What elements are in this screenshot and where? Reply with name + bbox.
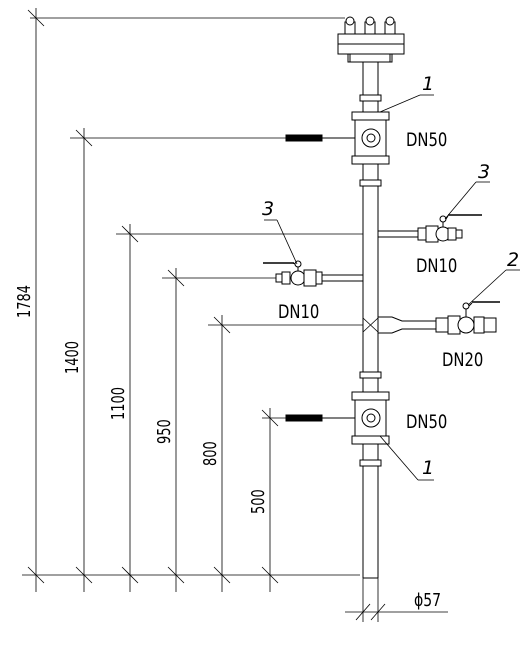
label-dn20: DN20 bbox=[442, 349, 483, 371]
dimension-1784: 1784 bbox=[13, 285, 35, 318]
dimension-1100: 1100 bbox=[107, 387, 129, 420]
upper-dn50-valve bbox=[285, 111, 390, 165]
callout-3-left: 3 bbox=[262, 198, 274, 220]
label-dn10-right: DN10 bbox=[416, 255, 457, 277]
right-dn10-branch bbox=[378, 214, 482, 243]
dimension-values: 1784 1400 1100 950 800 500 ϕ57 bbox=[13, 285, 441, 610]
dn20-branch bbox=[362, 301, 500, 335]
callout-numbers: 1 1 2 3 3 bbox=[262, 73, 519, 479]
dimension-500: 500 bbox=[247, 489, 269, 514]
label-dn10-left: DN10 bbox=[278, 301, 319, 323]
nozzle-labels: DN50 DN50 DN10 DN10 DN20 bbox=[278, 129, 483, 433]
dimension-950: 950 bbox=[153, 419, 175, 444]
lower-dn50-valve bbox=[285, 391, 390, 445]
callout-2: 2 bbox=[507, 249, 519, 271]
dimension-800: 800 bbox=[199, 441, 221, 466]
pipe-diameter-label: ϕ57 bbox=[414, 589, 441, 610]
dimension-1400: 1400 bbox=[61, 341, 83, 374]
label-dn50-lower: DN50 bbox=[406, 411, 447, 433]
callout-1-upper: 1 bbox=[422, 73, 434, 95]
callout-3-right: 3 bbox=[478, 161, 490, 183]
top-flange bbox=[337, 16, 405, 63]
callout-1-lower: 1 bbox=[422, 457, 434, 479]
left-dn10-branch bbox=[263, 260, 363, 287]
dimension-lines bbox=[22, 8, 448, 622]
pipe-couplings bbox=[359, 94, 382, 467]
label-dn50-upper: DN50 bbox=[406, 129, 447, 151]
callout-leaders bbox=[264, 94, 520, 481]
